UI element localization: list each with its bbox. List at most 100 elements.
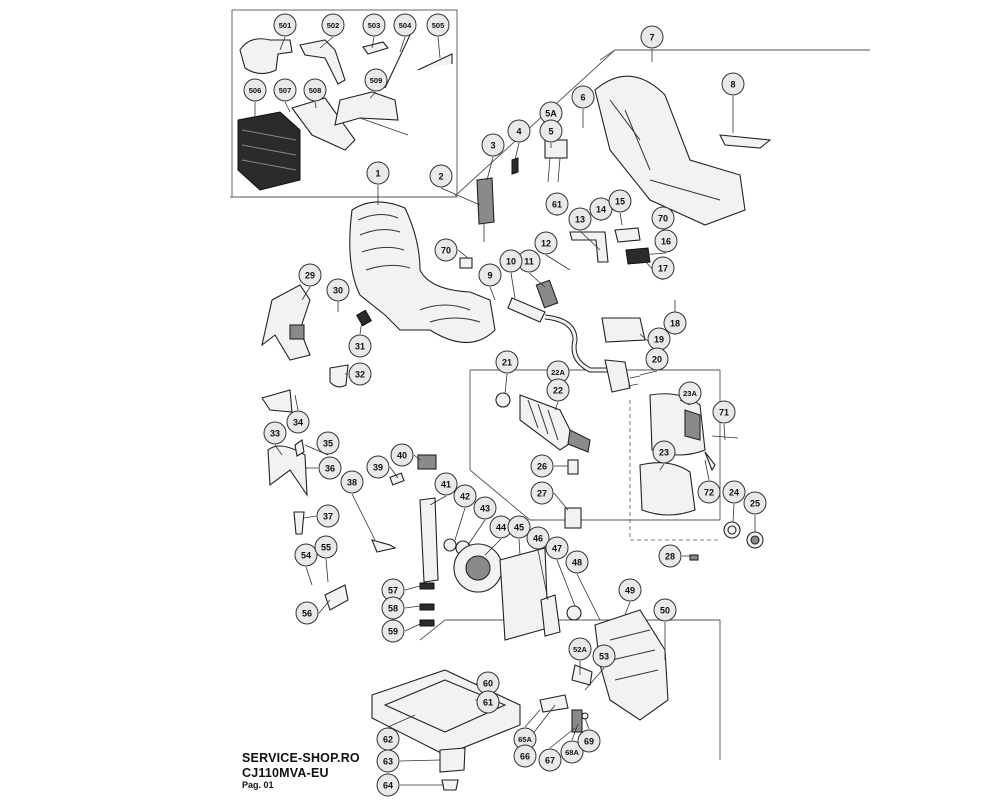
callout-label: 54 — [301, 551, 311, 561]
callout-label: 507 — [279, 86, 292, 95]
callout-bubble — [658, 544, 682, 568]
callout-48: 48 — [565, 550, 589, 574]
callout-bubble — [608, 189, 632, 213]
callout-label: 2 — [438, 172, 443, 182]
power-cord — [507, 297, 646, 393]
callout-label: 12 — [541, 239, 551, 249]
callout-bubble — [393, 13, 417, 37]
callout-label: 503 — [368, 21, 381, 30]
callout-26: 26 — [530, 454, 554, 478]
callout-23: 23 — [652, 440, 676, 464]
callout-45: 45 — [507, 515, 531, 539]
callout-leader-line — [274, 444, 283, 456]
callout-label: 52A — [573, 645, 587, 654]
callout-label: 1 — [375, 169, 380, 179]
callout-69: 69 — [577, 729, 601, 753]
callout-bubble — [654, 229, 678, 253]
callout-leader-line — [545, 254, 571, 271]
callout-bubble — [326, 278, 350, 302]
callout-bubble — [243, 78, 267, 102]
callout-label: 22 — [553, 386, 563, 396]
callout-bubble — [530, 454, 554, 478]
callout-leader-line — [359, 319, 363, 335]
callout-bubble — [390, 443, 414, 467]
callout-leader-line — [524, 709, 541, 728]
callout-label: 25 — [750, 499, 760, 509]
callout-leader-line — [437, 36, 441, 59]
callout-bubble — [507, 515, 531, 539]
callout-label: 49 — [625, 586, 635, 596]
footer-page: Pag. 01 — [242, 780, 274, 790]
callout-bubble — [534, 231, 558, 255]
callout-label: 3 — [490, 141, 495, 151]
callout-bubble — [712, 400, 736, 424]
callout-23A: 23A — [678, 381, 702, 405]
callout-label: 508 — [309, 86, 322, 95]
callout-bubble — [499, 249, 523, 273]
callout-5: 5 — [539, 119, 563, 143]
callout-label: 34 — [293, 418, 303, 428]
callout-9: 9 — [478, 263, 502, 287]
callout-bubble — [651, 206, 675, 230]
callout-leader-line — [556, 559, 576, 607]
callout-label: 505 — [432, 21, 445, 30]
callout-label: 21 — [502, 358, 512, 368]
callout-label: 5 — [548, 127, 553, 137]
callout-label: 47 — [552, 544, 562, 554]
callout-leader-line — [537, 549, 549, 601]
callout-leader-line — [404, 623, 421, 632]
callout-bubble — [546, 378, 570, 402]
callout-leader-line — [518, 538, 521, 556]
callout-leader-line — [454, 507, 466, 541]
callout-bubble — [577, 729, 601, 753]
callout-label: 64 — [383, 781, 393, 791]
callout-label: 8 — [730, 80, 735, 90]
callout-label: 20 — [652, 355, 662, 365]
callout-label: 59 — [388, 627, 398, 637]
callout-19: 19 — [647, 327, 671, 351]
callout-bubble — [743, 491, 767, 515]
stator — [639, 393, 764, 549]
callout-bubble — [381, 619, 405, 643]
callout-507: 507 — [273, 78, 297, 102]
callout-bubble — [651, 256, 675, 280]
callout-label: 62 — [383, 735, 393, 745]
callout-bubble — [568, 207, 592, 231]
callout-72: 72 — [697, 480, 721, 504]
callout-leader-line — [553, 492, 569, 511]
callout-bubble — [678, 381, 702, 405]
callout-leader-line — [389, 466, 399, 479]
callout-leader-line — [305, 566, 313, 586]
callout-label: 41 — [441, 480, 451, 490]
callout-27: 27 — [530, 481, 554, 505]
callout-42: 42 — [453, 484, 477, 508]
callout-leader-line — [303, 515, 317, 519]
callout-leader-line — [514, 142, 520, 161]
callout-bubble — [526, 526, 550, 550]
callout-leader-line — [294, 394, 299, 411]
callout-36: 36 — [318, 456, 342, 480]
callout-leader-line — [554, 401, 559, 411]
callout-bubble — [721, 72, 745, 96]
callout-leader-line — [484, 538, 502, 556]
callout-label: 44 — [496, 523, 506, 533]
callout-label: 67 — [545, 756, 555, 766]
callout-bubble — [645, 347, 669, 371]
callout-505: 505 — [426, 13, 450, 37]
callout-bubble — [592, 644, 616, 668]
callout-leader-line — [325, 558, 329, 583]
callout-label: 27 — [537, 489, 547, 499]
callout-label: 17 — [658, 264, 668, 274]
callout-leader-line — [659, 463, 665, 471]
callout-leader-line — [639, 370, 658, 376]
callout-bubble — [348, 362, 372, 386]
callout-33: 33 — [263, 421, 287, 445]
callout-6: 6 — [571, 85, 595, 109]
callout-label: 42 — [460, 492, 470, 502]
callout-leader-line — [457, 249, 469, 259]
callout-bubble — [273, 78, 297, 102]
callout-leader-line — [489, 286, 496, 301]
callout-4: 4 — [507, 119, 531, 143]
callout-bubble — [316, 504, 340, 528]
callout-bubble — [364, 68, 388, 92]
